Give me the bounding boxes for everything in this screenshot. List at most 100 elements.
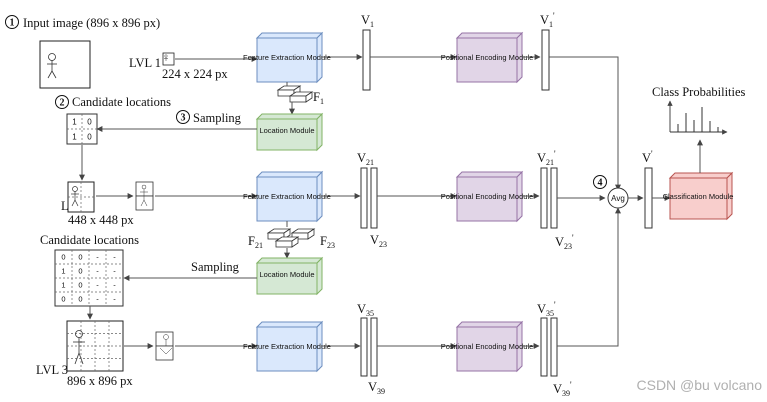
input-image-label: Input image (896 x 896 px) bbox=[23, 16, 160, 30]
lvl2-patches bbox=[135, 181, 154, 211]
lvl3-image bbox=[66, 320, 124, 372]
patch-figure-icon bbox=[140, 184, 148, 207]
lvl3-patches bbox=[155, 331, 174, 361]
grid-cell: 1 bbox=[72, 117, 77, 126]
fe3-label: Feature Extraction Module bbox=[243, 342, 331, 351]
person-figure-small-icon bbox=[71, 186, 79, 207]
v1-prime-label: V1' bbox=[540, 11, 555, 29]
arrow-v3p-to-avg bbox=[557, 207, 621, 347]
v1-label: V1 bbox=[361, 13, 374, 29]
feature-extraction-module-1: Feature Extraction Module bbox=[243, 31, 331, 84]
v23-prime-label: V23' bbox=[555, 233, 574, 251]
step-3-number: 3 bbox=[181, 113, 186, 124]
lvl2-image bbox=[67, 181, 95, 213]
vector-v23-prime bbox=[550, 167, 558, 229]
pe1-label: Positional Encoding Module bbox=[441, 53, 534, 62]
grid-cell: 0 bbox=[61, 295, 65, 304]
v35-prime-label: V35' bbox=[537, 300, 556, 318]
vector-v1-prime bbox=[541, 29, 550, 91]
vector-v1 bbox=[362, 29, 371, 91]
v39-prime-label: V39' bbox=[553, 380, 572, 398]
grid-cell: 0 bbox=[87, 117, 92, 126]
loc1-label: Location Module bbox=[259, 126, 314, 135]
vector-v35 bbox=[360, 317, 368, 377]
loc2-label: Location Module bbox=[259, 270, 314, 279]
person-figure-lvl3-icon bbox=[73, 330, 85, 365]
grid-cell: 1 bbox=[72, 132, 77, 141]
vector-v35-prime bbox=[540, 317, 548, 377]
size-896-label: 896 x 896 px bbox=[67, 374, 133, 388]
grid-cell: 0 bbox=[78, 295, 82, 304]
classification-module: Classification Module bbox=[663, 171, 734, 221]
candidate-locations-2-label: Candidate locations bbox=[40, 233, 139, 247]
sampling-1-label: Sampling bbox=[193, 111, 242, 125]
grid-cell: 1 bbox=[61, 281, 65, 290]
location-module-1: Location Module bbox=[255, 112, 324, 152]
grid-cell: - bbox=[113, 281, 116, 290]
grid-cell: 0 bbox=[78, 281, 82, 290]
v23-label: V23 bbox=[370, 233, 387, 249]
positional-encoding-module-1: Positional Encoding Module bbox=[441, 31, 534, 84]
f23-label: F23 bbox=[320, 234, 335, 250]
f2-feature-tiles bbox=[266, 228, 316, 248]
lvl3-label: LVL 3 bbox=[36, 363, 68, 377]
fe2-label: Feature Extraction Module bbox=[243, 192, 331, 201]
lvl1-thumbnail bbox=[162, 52, 175, 66]
size-448-label: 448 x 448 px bbox=[68, 213, 134, 227]
feature-extraction-module-2: Feature Extraction Module bbox=[243, 170, 331, 223]
f1-feature-tiles bbox=[276, 85, 314, 103]
pe3-label: Positional Encoding Module bbox=[441, 342, 534, 351]
patch-figure-lvl3-icon bbox=[159, 334, 173, 355]
grid-cell: - bbox=[96, 281, 99, 290]
step-1-number: 1 bbox=[10, 18, 15, 29]
fe1-label: Feature Extraction Module bbox=[243, 53, 331, 62]
grid-cell: - bbox=[113, 253, 116, 262]
person-thumbnail-icon bbox=[164, 54, 168, 61]
grid-cell: 0 bbox=[78, 267, 82, 276]
vector-v39 bbox=[370, 317, 378, 377]
vector-v21 bbox=[360, 167, 368, 229]
pe2-label: Positional Encoding Module bbox=[441, 192, 534, 201]
input-image bbox=[39, 40, 91, 89]
f1-label: F1 bbox=[313, 90, 324, 106]
candidate-grid-2x2: 1 0 1 0 bbox=[66, 113, 98, 145]
step-4-number: 4 bbox=[598, 178, 603, 189]
lvl1-label: LVL 1 bbox=[129, 56, 161, 70]
arrow-v1p-to-avg bbox=[549, 56, 621, 191]
step-2-number: 2 bbox=[60, 98, 65, 109]
avg-label: Avg bbox=[611, 194, 625, 203]
grid-cell: - bbox=[113, 267, 116, 276]
step-2-circle bbox=[55, 95, 69, 109]
candidate-locations-1-label: Candidate locations bbox=[72, 95, 171, 109]
class-probabilities-label: Class Probabilities bbox=[652, 85, 746, 99]
vector-v21-prime bbox=[540, 167, 548, 229]
grid-cell: - bbox=[113, 295, 116, 304]
sampling-2-label: Sampling bbox=[191, 260, 240, 274]
grid-cell: 0 bbox=[87, 132, 92, 141]
positional-encoding-module-3: Positional Encoding Module bbox=[441, 320, 534, 373]
size-224-label: 224 x 224 px bbox=[162, 67, 228, 81]
v21-label: V21 bbox=[357, 151, 374, 167]
vector-v23 bbox=[370, 167, 378, 229]
location-module-2: Location Module bbox=[255, 256, 324, 296]
class-probabilities-chart bbox=[667, 100, 728, 135]
v35-label: V35 bbox=[357, 302, 374, 318]
f21-label: F21 bbox=[248, 234, 263, 250]
grid-cell: 0 bbox=[61, 253, 65, 262]
vector-v-prime bbox=[644, 167, 653, 229]
positional-encoding-module-2: Positional Encoding Module bbox=[441, 170, 534, 223]
v-prime-label: V' bbox=[642, 149, 653, 165]
grid-cell: - bbox=[96, 253, 99, 262]
v39-label: V39 bbox=[368, 380, 385, 396]
step-1-circle bbox=[5, 15, 19, 29]
watermark-text: CSDN @bu volcano bbox=[637, 377, 763, 393]
step-3-circle bbox=[176, 110, 190, 124]
person-figure-icon bbox=[47, 53, 57, 79]
classifier-label: Classification Module bbox=[663, 192, 734, 201]
grid-cell: 1 bbox=[61, 267, 65, 276]
feature-extraction-module-3: Feature Extraction Module bbox=[243, 320, 331, 373]
v21-prime-label: V21' bbox=[537, 149, 556, 167]
grid-cell: - bbox=[96, 295, 99, 304]
